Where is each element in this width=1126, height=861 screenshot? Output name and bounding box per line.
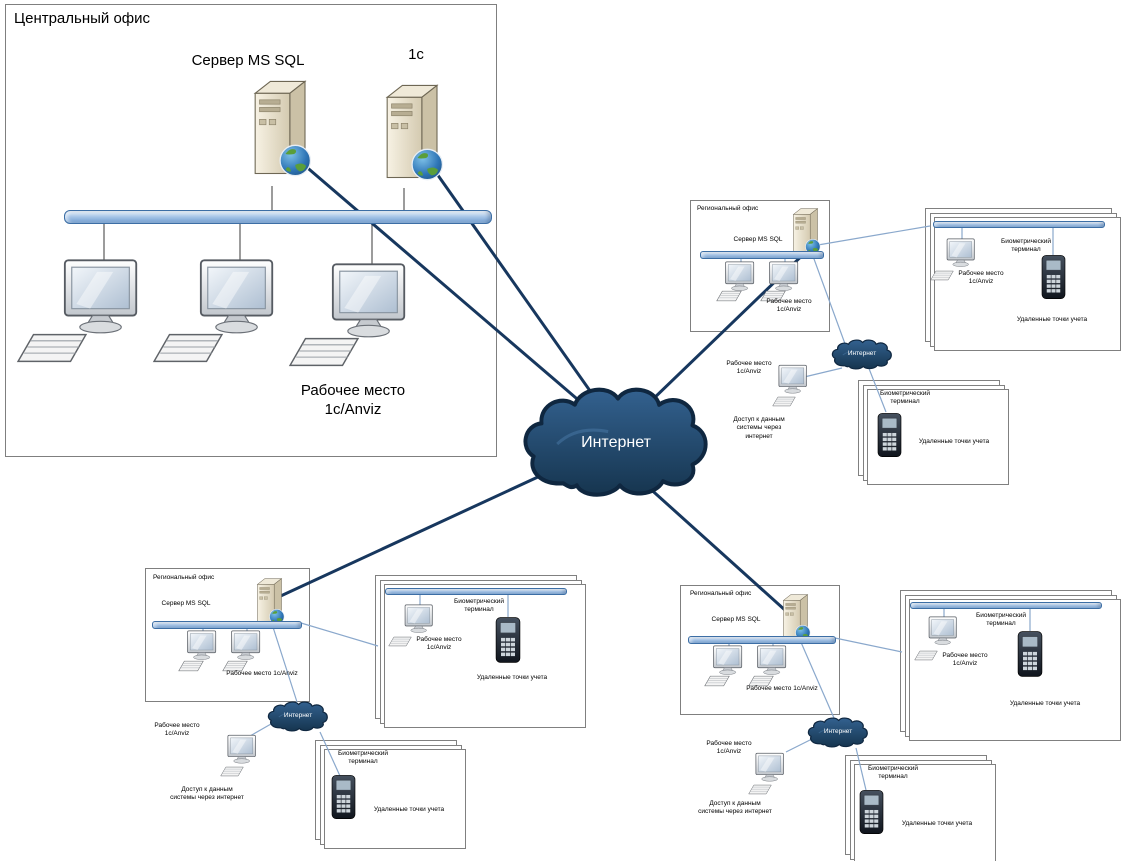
- regional-sql-label: Сервер MS SQL: [161, 600, 211, 607]
- monitor-icon: [778, 364, 807, 394]
- regional-sql-label: Сервер MS SQL: [711, 616, 761, 623]
- biometric-terminal-label: Биометрический терминал: [454, 598, 504, 614]
- remote-network-bus: [385, 588, 567, 595]
- remote-network-bus: [910, 602, 1102, 609]
- monitor-icon: [757, 645, 787, 675]
- monitor-icon: [769, 261, 799, 291]
- monitor-icon: [725, 261, 755, 291]
- remote-access-workstation-label: Рабочее место 1с/Anviz: [706, 740, 752, 756]
- central-network-bus: [64, 210, 492, 224]
- remote-access-workstation-label: Рабочее место 1с/Anviz: [726, 360, 772, 376]
- central-sql-server-label: Сервер MS SQL: [191, 52, 305, 69]
- monitor-icon: [63, 259, 138, 334]
- remote-workstation-label: Рабочее место 1с/Anviz: [942, 652, 988, 668]
- sql-server-icon: [254, 80, 312, 177]
- biometric-terminal-icon: [877, 413, 902, 457]
- server-icon: [257, 578, 285, 625]
- central-workstation-label: Рабочее место 1с/Anviz: [300, 382, 406, 418]
- 1c-server-icon: [386, 84, 444, 181]
- biometric-terminal-label: Биометрический терминал: [1001, 238, 1051, 254]
- regional-office-title: Региональный офис: [153, 574, 215, 581]
- internet-label: Интернет: [823, 727, 853, 735]
- keyboard-icon: [930, 270, 954, 281]
- regional-network-bus: [700, 251, 824, 259]
- biometric-terminal-label: Биометрический терминал: [880, 390, 930, 406]
- remote-points-box-se-1: [900, 590, 1121, 741]
- remote-workstation-label: Рабочее место 1с/Anviz: [416, 636, 462, 652]
- remote-points-box-sw-1: [375, 575, 586, 728]
- keyboard-icon: [914, 650, 938, 661]
- monitor-icon: [187, 630, 217, 660]
- internet-cloud-se: Интернет: [806, 716, 870, 750]
- regional-workstation-label: Рабочее место 1с/Anviz: [746, 685, 818, 692]
- monitor-icon: [199, 259, 274, 334]
- keyboard-icon: [388, 636, 412, 647]
- regional-workstation-label: Рабочее место 1с/Anviz: [766, 298, 812, 314]
- biometric-terminal-label: Биометрический терминал: [868, 765, 918, 781]
- monitor-icon: [946, 238, 975, 267]
- biometric-terminal-icon: [859, 790, 884, 834]
- monitor-icon: [928, 616, 957, 645]
- remote-points-label: Удаленные точки учета: [901, 820, 973, 827]
- internet-access-label: Доступ к данным системы через интернет: [698, 800, 772, 816]
- biometric-terminal-icon: [1041, 255, 1066, 299]
- regional-network-bus: [688, 636, 836, 644]
- server-icon: [793, 208, 821, 255]
- internet-label: Интернет: [581, 434, 651, 452]
- internet-cloud-sw: Интернет: [266, 700, 330, 734]
- keyboard-icon: [716, 290, 742, 302]
- biometric-terminal-icon: [1017, 631, 1043, 677]
- regional-workstation-label: Рабочее место 1с/Anviz: [226, 670, 298, 677]
- biometric-terminal-label: Биометрический терминал: [338, 750, 388, 766]
- remote-points-label: Удаленные точки учета: [373, 806, 445, 813]
- monitor-icon: [404, 604, 433, 633]
- server-icon: [783, 594, 811, 641]
- remote-points-label: Удаленные точки учета: [1009, 700, 1081, 707]
- monitor-icon: [227, 734, 256, 764]
- monitor-icon: [331, 263, 406, 338]
- internet-access-label: Доступ к данным системы через интернет: [733, 416, 785, 440]
- keyboard-icon: [704, 675, 730, 687]
- remote-points-label: Удаленные точки учета: [476, 674, 548, 681]
- central-office-title: Центральный офис: [14, 10, 151, 27]
- internet-cloud-ne: Интернет: [830, 338, 894, 372]
- keyboard-icon: [289, 337, 359, 367]
- internet-cloud-main: Интернет: [518, 382, 714, 506]
- internet-label: Интернет: [283, 711, 313, 719]
- regional-sql-label: Сервер MS SQL: [733, 236, 783, 243]
- keyboard-icon: [17, 333, 87, 363]
- remote-access-workstation-label: Рабочее место 1с/Anviz: [154, 722, 200, 738]
- internet-label: Интернет: [847, 349, 877, 357]
- monitor-icon: [231, 630, 261, 660]
- remote-points-label: Удаленные точки учета: [918, 438, 990, 445]
- internet-access-label: Доступ к данным системы через интернет: [170, 786, 244, 802]
- remote-points-label: Удаленные точки учета: [1016, 316, 1088, 323]
- central-1c-server-label: 1с: [408, 46, 424, 63]
- monitor-icon: [713, 645, 743, 675]
- remote-workstation-label: Рабочее место 1с/Anviz: [958, 270, 1004, 286]
- biometric-terminal-icon: [495, 617, 521, 663]
- keyboard-icon: [772, 396, 796, 407]
- keyboard-icon: [153, 333, 223, 363]
- keyboard-icon: [220, 766, 244, 777]
- biometric-terminal-icon: [331, 775, 356, 819]
- regional-network-bus: [152, 621, 302, 629]
- remote-network-bus: [933, 221, 1105, 228]
- keyboard-icon: [748, 784, 772, 795]
- keyboard-icon: [178, 660, 204, 672]
- regional-office-title: Региональный офис: [697, 205, 759, 212]
- regional-office-title: Региональный офис: [690, 590, 752, 597]
- biometric-terminal-label: Биометрический терминал: [976, 612, 1026, 628]
